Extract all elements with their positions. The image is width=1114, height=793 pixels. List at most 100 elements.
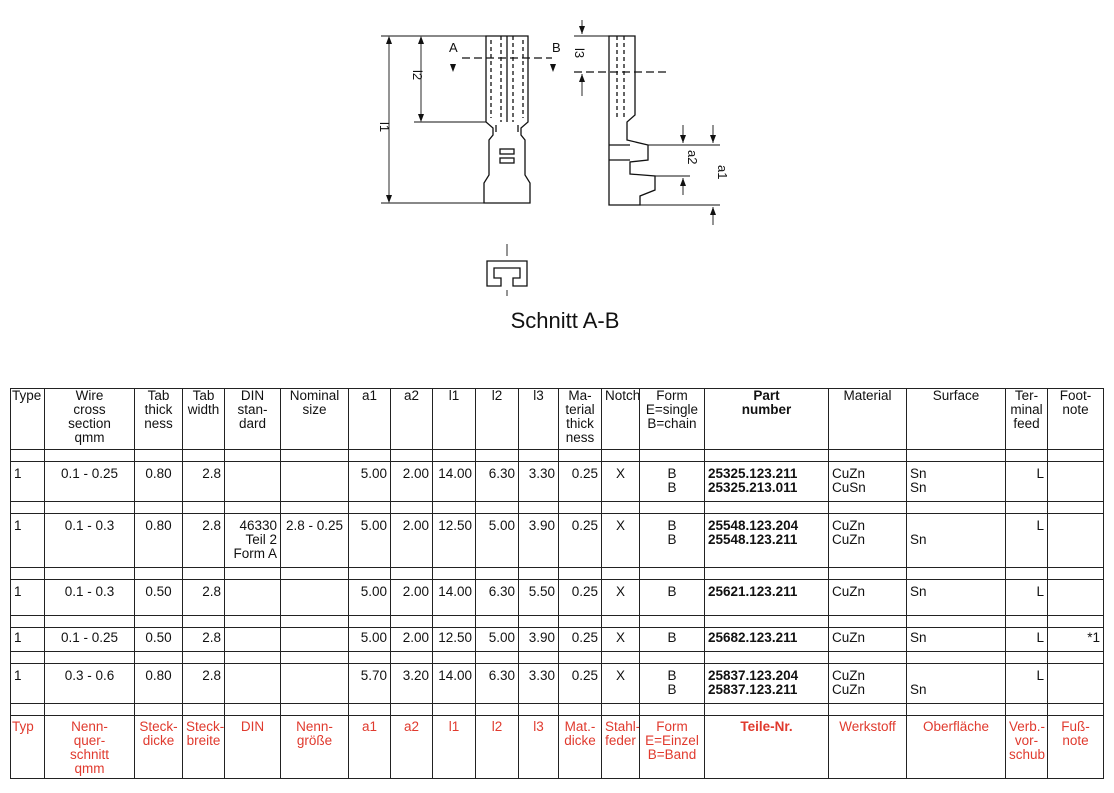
spacer-row [10, 615, 1104, 628]
label-A: A [449, 40, 458, 55]
col-header-de: Nenn- größe [280, 715, 349, 779]
cell-l1: 14.00 [432, 663, 476, 704]
col-header: Wire cross section qmm [44, 388, 135, 450]
cell-l2: 6.30 [475, 461, 519, 502]
cell-a1: 5.00 [348, 579, 391, 616]
col-header-de: a2 [390, 715, 433, 779]
col-header: l1 [432, 388, 476, 450]
cell-width: 2.8 [182, 513, 225, 568]
label-l2: l2 [410, 70, 425, 80]
terminal-front-view [483, 35, 531, 204]
terminal-side-view [608, 35, 656, 206]
cell-notch: X [601, 461, 640, 502]
cell-l1: 12.50 [432, 513, 476, 568]
col-header: Type [10, 388, 45, 450]
col-header-de: a1 [348, 715, 391, 779]
cell-din [224, 461, 281, 502]
cell-foot [1047, 579, 1104, 616]
cell-thick: 0.80 [134, 461, 183, 502]
col-header-de: DIN [224, 715, 281, 779]
col-header-de: Teile-Nr. [704, 715, 829, 779]
cell-mat: 0.25 [558, 627, 602, 652]
cell-type: 1 [10, 513, 45, 568]
col-header: Notch [601, 388, 640, 450]
cell-mat: 0.25 [558, 513, 602, 568]
cell-wire: 0.1 - 0.3 [44, 579, 135, 616]
cell-notch: X [601, 627, 640, 652]
label-a2: a2 [685, 150, 700, 164]
cell-din: 46330 Teil 2 Form A [224, 513, 281, 568]
col-header: Tab width [182, 388, 225, 450]
cell-wire: 0.1 - 0.25 [44, 461, 135, 502]
col-header: a1 [348, 388, 391, 450]
col-header-de: l1 [432, 715, 476, 779]
cell-feed: L [1005, 663, 1048, 704]
cell-material: CuZn CuSn [828, 461, 907, 502]
cell-thick: 0.80 [134, 513, 183, 568]
cell-part: 25325.123.211 25325.213.011 [704, 461, 829, 502]
col-header: Nominal size [280, 388, 349, 450]
label-a1: a1 [715, 165, 730, 179]
cell-surface: Sn [906, 513, 1006, 568]
cell-a2: 2.00 [390, 627, 433, 652]
col-header-de: Steck- dicke [134, 715, 183, 779]
col-header-de: Steck- breite [182, 715, 225, 779]
spacer-row [10, 567, 1104, 580]
cell-a2: 2.00 [390, 513, 433, 568]
col-header-de: Typ [10, 715, 45, 779]
cell-l2: 6.30 [475, 579, 519, 616]
cell-mat: 0.25 [558, 663, 602, 704]
cell-type: 1 [10, 461, 45, 502]
cell-nominal [280, 579, 349, 616]
col-header-de: Stahl- feder [601, 715, 640, 779]
col-header-de: l2 [475, 715, 519, 779]
cell-feed: L [1005, 579, 1048, 616]
col-header: l3 [518, 388, 559, 450]
col-header-de: Nenn- quer- schnitt qmm [44, 715, 135, 779]
cell-din [224, 579, 281, 616]
cell-notch: X [601, 513, 640, 568]
col-header: Part number [704, 388, 829, 450]
cell-wire: 0.1 - 0.3 [44, 513, 135, 568]
cell-l2: 5.00 [475, 513, 519, 568]
col-header: Tab thick ness [134, 388, 183, 450]
cell-a1: 5.00 [348, 513, 391, 568]
col-header-de: Mat.- dicke [558, 715, 602, 779]
cell-a2: 2.00 [390, 579, 433, 616]
spacer-row [10, 449, 1104, 462]
cell-form: B B [639, 663, 705, 704]
cell-foot [1047, 663, 1104, 704]
cell-l3: 3.30 [518, 461, 559, 502]
cell-surface: Sn Sn [906, 461, 1006, 502]
cell-type: 1 [10, 663, 45, 704]
cell-form: B [639, 579, 705, 616]
cell-a1: 5.70 [348, 663, 391, 704]
cell-foot: *1 [1047, 627, 1104, 652]
cell-nominal [280, 627, 349, 652]
cell-foot [1047, 513, 1104, 568]
drawing-caption: Schnitt A-B [510, 308, 620, 333]
label-l3: l3 [572, 48, 587, 58]
cell-din [224, 627, 281, 652]
cell-a2: 3.20 [390, 663, 433, 704]
cell-material: CuZn CuZn [828, 663, 907, 704]
cell-mat: 0.25 [558, 579, 602, 616]
col-header: Ter- minal feed [1005, 388, 1048, 450]
col-header-de: Oberfläche [906, 715, 1006, 779]
cell-thick: 0.50 [134, 579, 183, 616]
cell-material: CuZn CuZn [828, 513, 907, 568]
cell-wire: 0.3 - 0.6 [44, 663, 135, 704]
cell-form: B B [639, 513, 705, 568]
cell-surface: Sn [906, 663, 1006, 704]
cell-thick: 0.80 [134, 663, 183, 704]
cell-feed: L [1005, 627, 1048, 652]
cell-l3: 3.90 [518, 513, 559, 568]
spacer-row [10, 501, 1104, 514]
cell-l1: 14.00 [432, 461, 476, 502]
